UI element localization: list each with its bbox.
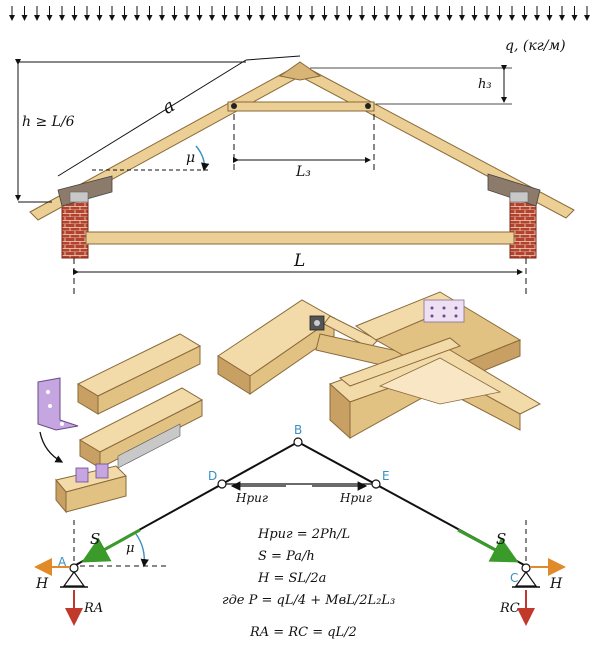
label-l: L <box>293 251 305 271</box>
label-rc: RC <box>499 601 520 616</box>
crossbar <box>227 101 375 112</box>
label-h-rule: h ≥ L/6 <box>22 114 75 130</box>
left-brick-wall <box>61 197 89 259</box>
label-h-right: H <box>549 576 563 592</box>
formula-h-crossbar: Hриг = 2Ph/L <box>257 527 350 542</box>
label-a: a <box>159 95 179 119</box>
label-node-c: C <box>510 571 518 585</box>
label-l3: L₃ <box>295 164 311 180</box>
formula-p: где P = qL/4 + MвL/2L₂L₃ <box>222 593 395 608</box>
small-block-with-brackets <box>55 463 127 514</box>
ridge-block <box>278 61 322 81</box>
force-s-right-arrow <box>457 528 519 563</box>
joint-details <box>37 291 542 514</box>
tie-beam <box>85 231 515 245</box>
label-s-right: S <box>496 530 506 548</box>
node-e <box>371 479 381 489</box>
gusset-joint <box>329 337 542 440</box>
crossbar-bolt-left <box>231 103 237 109</box>
label-node-d: D <box>208 469 217 483</box>
label-angle-top: μ <box>186 150 195 166</box>
label-node-b: B <box>294 423 302 437</box>
label-s-left: S <box>90 530 100 548</box>
dim-a-line <box>57 59 247 177</box>
angle-bracket-icon <box>37 377 79 431</box>
label-h-crossbar-right: Hриг <box>339 491 372 505</box>
left-plate <box>69 191 89 203</box>
distributed-load-arrows <box>9 6 590 21</box>
node-b <box>293 437 303 447</box>
curved-arrow <box>39 431 64 463</box>
label-h-left: H <box>35 576 49 592</box>
label-angle-bottom: μ <box>126 541 134 556</box>
label-node-e: E <box>382 469 390 483</box>
load-label: q, (кг/м) <box>505 38 566 54</box>
lumber-piece-2 <box>78 387 204 469</box>
static-scheme: μ B D E A C S S Hриг Hриг H H RA RC <box>34 423 566 640</box>
label-h3: h₃ <box>478 77 492 92</box>
support-c <box>512 563 540 588</box>
right-brick-wall <box>509 197 537 259</box>
lumber-piece-1 <box>76 333 202 415</box>
crossbar-bolt-right <box>365 103 371 109</box>
formula-reactions: RA = RC = qL/2 <box>249 625 357 640</box>
label-node-a: A <box>58 555 67 569</box>
right-plate <box>509 191 529 203</box>
formula-h: H = SL/2a <box>257 571 326 586</box>
label-ra: RA <box>83 601 103 616</box>
node-d <box>217 479 227 489</box>
formula-s: S = Pa/h <box>258 549 315 564</box>
label-h-crossbar-left: Hриг <box>235 491 268 505</box>
force-s-left-arrow <box>81 528 141 563</box>
roof-truss-drawing: a h ≥ L/6 h₃ μ L₃ L <box>15 55 575 296</box>
